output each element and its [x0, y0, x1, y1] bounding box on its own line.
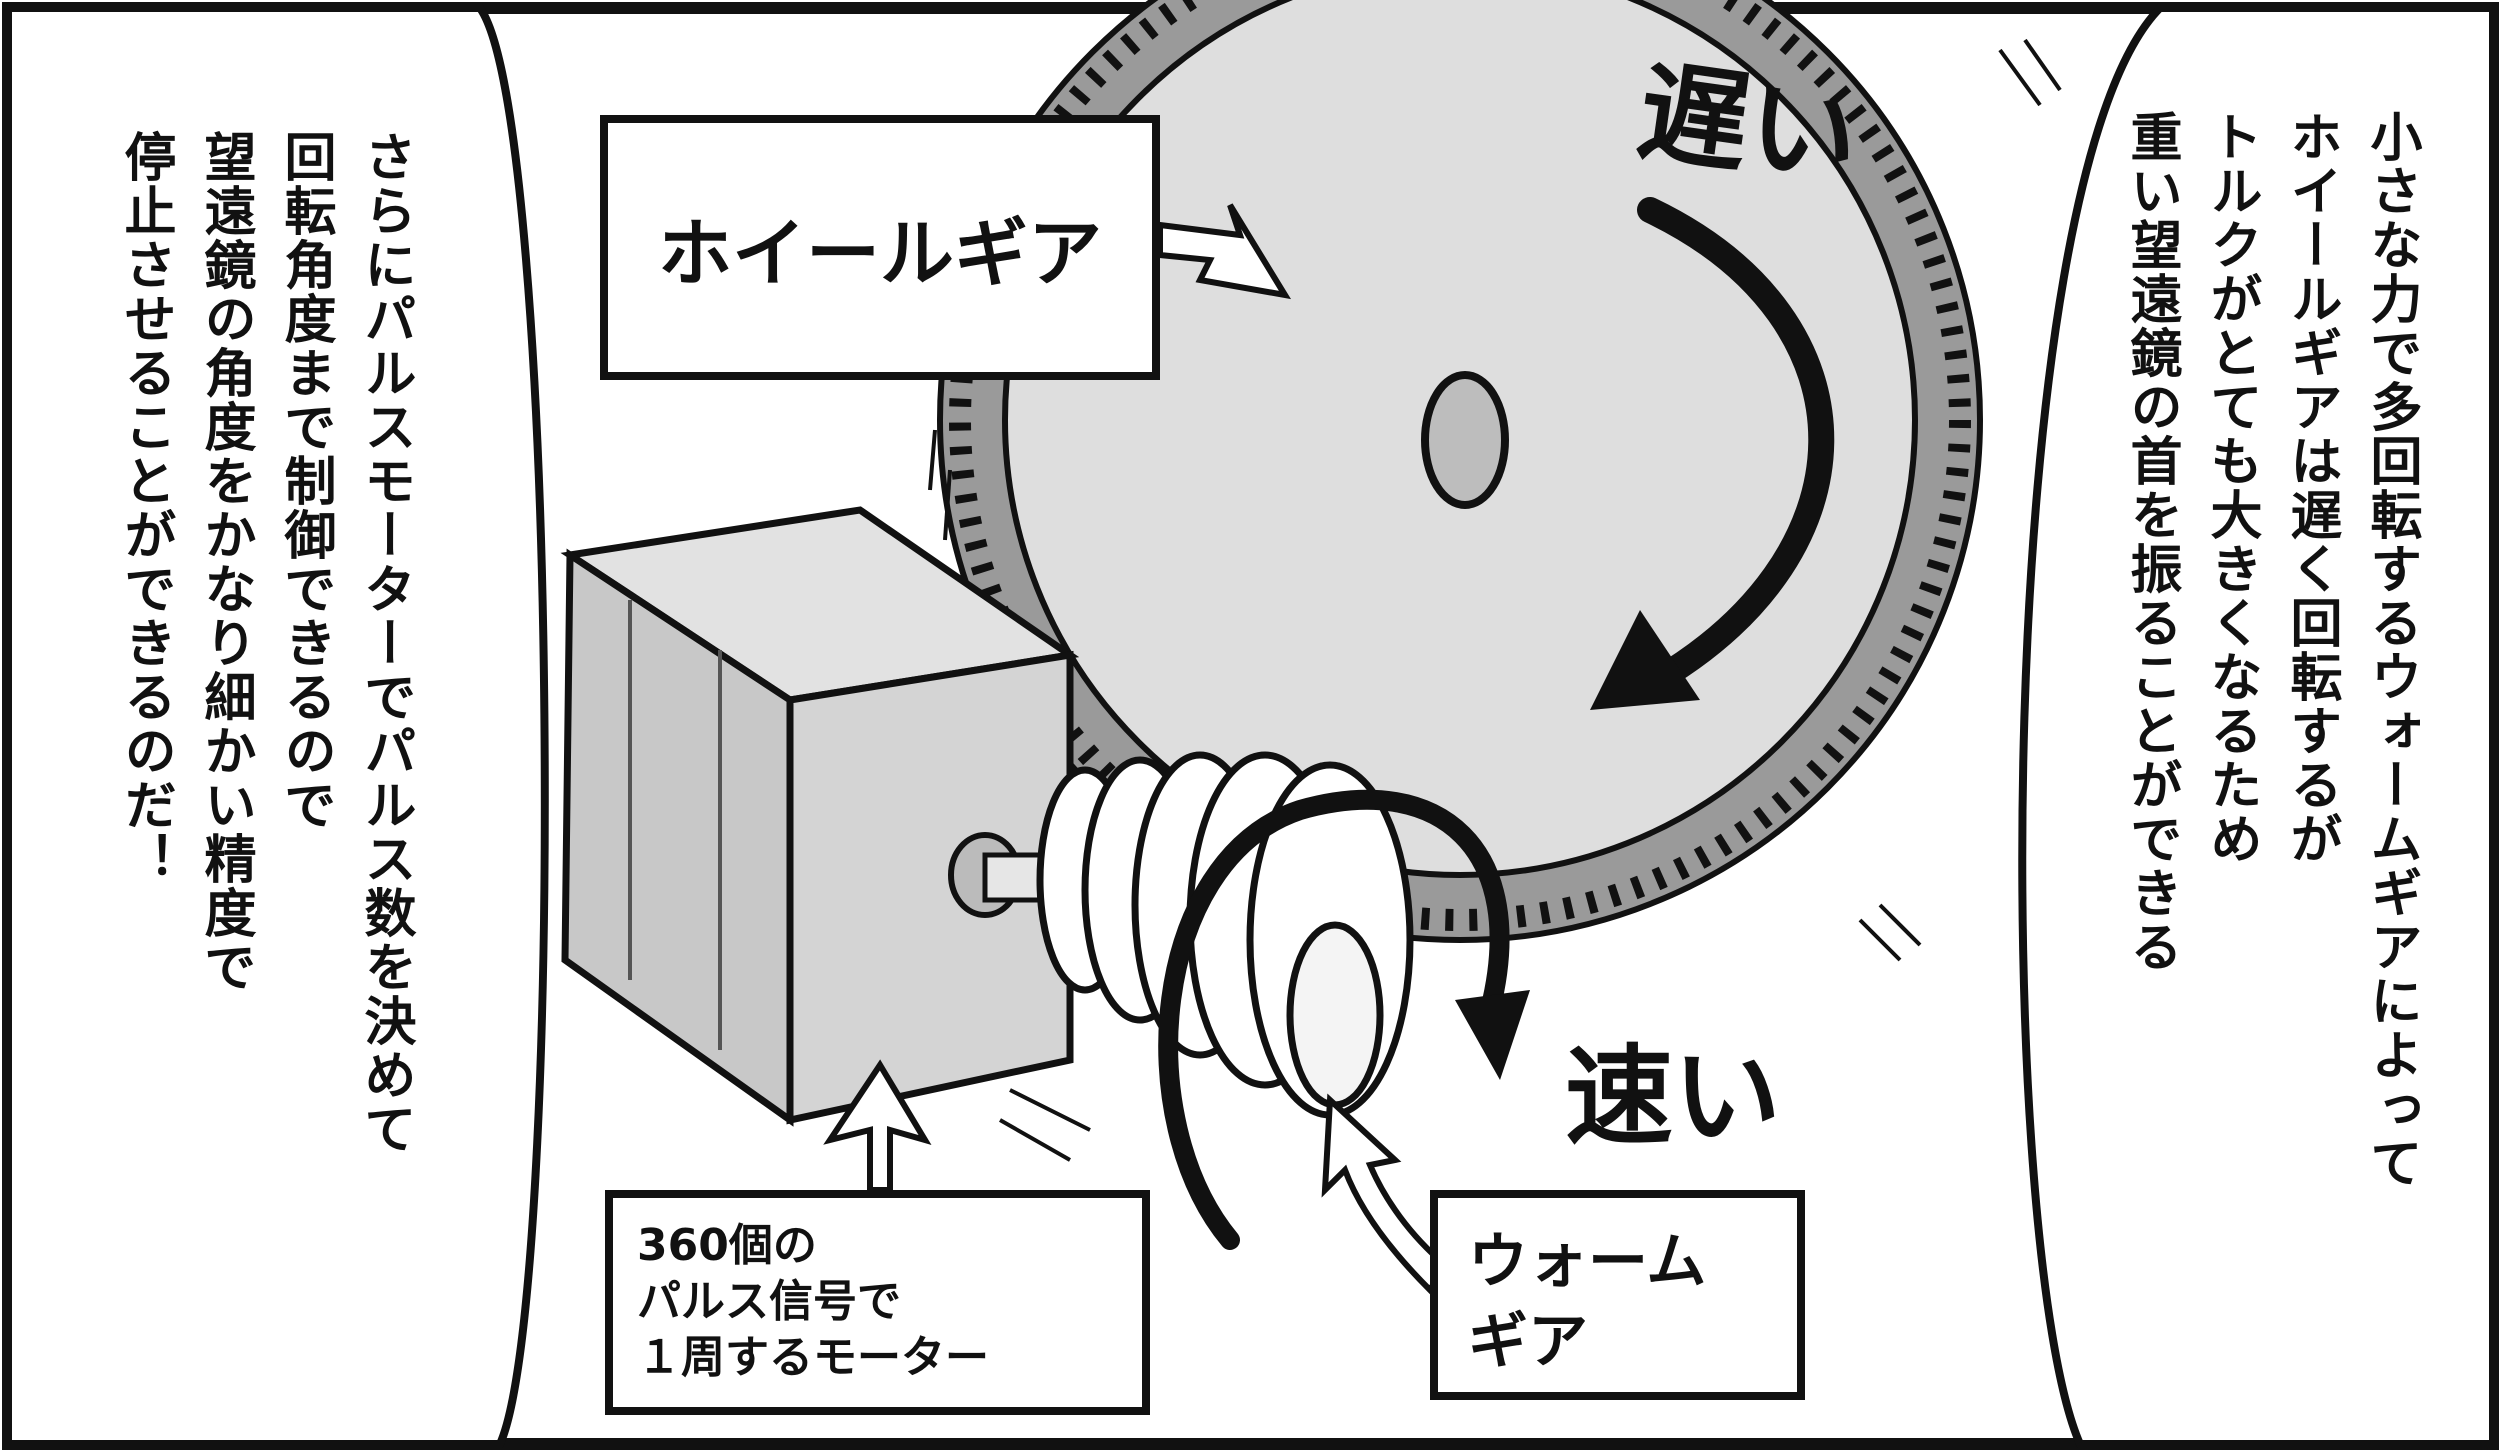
motor-label-pointer [823, 1059, 932, 1193]
left-narration-text: さらにパルスモーターでパルス数を決めて 回転角度まで制御できるので 望遠鏡の角度… [115, 130, 415, 1156]
slow-label: 遅い [1630, 45, 1867, 204]
wheel-gear-label: ホイールギア [600, 115, 1160, 380]
motion-lines [928, 38, 2062, 1162]
fast-label: 速い [1565, 1034, 1782, 1160]
wheel-rotation-arrow [1590, 197, 1835, 710]
wheel-label-pointer [1157, 203, 1292, 300]
worm-gear-label: ウォーム ギア [1430, 1190, 1805, 1400]
gear-axle-hole [1421, 371, 1509, 509]
pulse-motor [560, 506, 1080, 1127]
right-narration-text: 小さな力で多回転するウォームギアによって ホイールギアは遅く回転するが トルクが… [2121, 110, 2421, 1190]
pulse-motor-label: 360個の パルス信号で １周するモーター [605, 1190, 1150, 1415]
worm-rotation-arrow [1158, 789, 1530, 1250]
worm-label-pointer [1321, 1093, 1449, 1295]
left-speech-balloon [4, 3, 549, 1448]
right-speech-balloon [2018, 4, 2497, 1448]
